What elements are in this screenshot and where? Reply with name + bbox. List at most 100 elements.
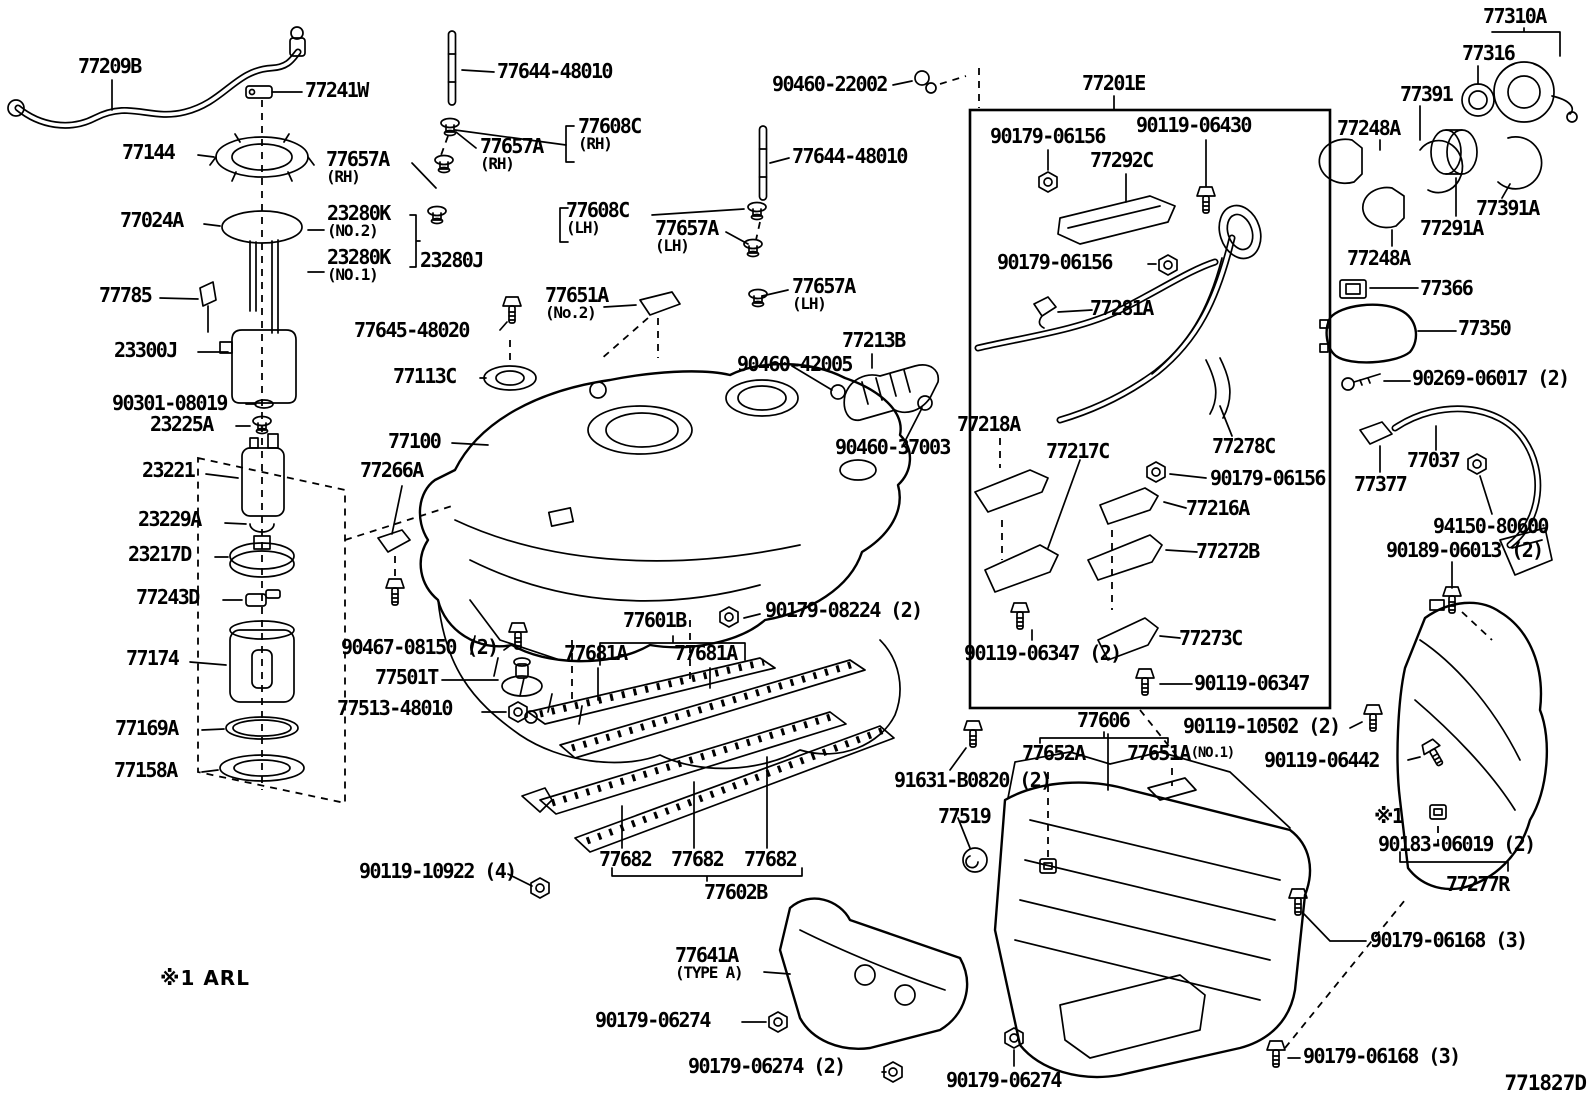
- part-label-77608c: 77608C(RH): [578, 116, 642, 153]
- part-label-77608c: 77608C(LH): [566, 200, 630, 238]
- part-number: 77606: [1077, 708, 1131, 732]
- part-number: 77278C: [1212, 434, 1276, 458]
- part-number: 77144: [122, 140, 176, 164]
- part-number: 23217D: [128, 542, 192, 566]
- part-sub-label: (RH): [326, 167, 361, 187]
- part-label-23229a: 23229A: [138, 507, 202, 531]
- part-label-77243d: 77243D: [136, 587, 200, 607]
- part-label-90460-42005: 90460-42005: [737, 354, 853, 374]
- part-number: 77657A: [480, 134, 544, 158]
- part-label-90179-06168-3: 90179-06168 (3): [1303, 1046, 1461, 1066]
- part-label-77785: 77785: [99, 283, 153, 307]
- part-sub-label: (NO.2): [327, 221, 379, 241]
- part-number: 77377: [1354, 472, 1408, 496]
- part-label-77266a: 77266A: [360, 460, 424, 480]
- part-number: 77100: [388, 429, 442, 453]
- top-fasteners-drawing: [377, 30, 940, 899]
- part-number: 90301-08019: [112, 391, 228, 415]
- part-label-90301-08019: 90301-08019: [112, 391, 228, 415]
- part-label-77657a: 77657A(RH): [480, 134, 544, 173]
- part-number: 91631-B0820 (2): [894, 768, 1052, 792]
- part-label-90179-06274: 90179-06274: [595, 1010, 711, 1030]
- part-number: 77024A: [120, 208, 184, 232]
- part-label-1: ※1: [1374, 804, 1404, 828]
- part-label-77216a: 77216A: [1186, 498, 1250, 518]
- part-label-77391a: 77391A: [1476, 196, 1540, 220]
- part-label-77310a: 77310A: [1483, 6, 1547, 26]
- part-label-77651a: 77651A(NO.1): [1127, 741, 1236, 765]
- part-number: 77651A: [1127, 741, 1191, 765]
- part-label-77602b: 77602B: [704, 882, 768, 902]
- part-number: 77785: [99, 283, 153, 307]
- part-label-77144: 77144: [122, 140, 176, 164]
- engine-under-cover-drawing: [768, 897, 1024, 1083]
- part-label-77366: 77366: [1420, 278, 1474, 298]
- part-number: 90179-06274: [946, 1068, 1062, 1092]
- part-label-77277r: 77277R: [1446, 872, 1510, 896]
- part-label-23300j: 23300J: [114, 340, 178, 360]
- part-number: 77277R: [1446, 872, 1510, 896]
- part-number: 77682: [599, 847, 653, 871]
- part-number: 77681A: [564, 641, 628, 665]
- part-number: 77657A: [326, 147, 390, 171]
- part-label-91631-b0820-2: 91631-B0820 (2): [894, 768, 1052, 792]
- part-label-23280j: 23280J: [420, 250, 484, 270]
- part-sub-label: (LH): [566, 218, 601, 238]
- part-number: 77391A: [1476, 196, 1540, 220]
- part-label-77158a: 77158A: [114, 758, 178, 782]
- part-number: 77273C: [1179, 626, 1243, 650]
- part-label-77601b: 77601B: [623, 608, 687, 632]
- part-label-77272b: 77272B: [1196, 541, 1260, 561]
- part-label-77657a: 77657A(RH): [326, 147, 390, 187]
- part-label-77316: 77316: [1462, 43, 1516, 63]
- part-number: 77281A: [1090, 296, 1154, 320]
- part-label-77024a: 77024A: [120, 208, 184, 232]
- part-label-77174: 77174: [126, 648, 180, 668]
- part-number: 77681A: [674, 641, 738, 665]
- part-number: ※1: [1374, 804, 1404, 828]
- part-label-90467-08150-2: 90467-08150 (2): [341, 635, 499, 659]
- filler-pipe-box: [968, 68, 1332, 710]
- part-number: 77682: [744, 847, 798, 871]
- part-label-77606: 77606: [1077, 708, 1131, 732]
- part-label-23280k: 23280K(NO.1): [327, 247, 391, 284]
- part-number: 90179-06156: [990, 124, 1106, 148]
- part-label-77682: 77682: [599, 847, 653, 871]
- part-label-90119-06442: 90119-06442: [1264, 748, 1380, 772]
- part-number: 77037: [1407, 448, 1461, 472]
- pump-module-drawing: [197, 85, 346, 805]
- part-sub-label: (No.2): [545, 303, 597, 323]
- part-number: 90179-06156: [997, 250, 1113, 274]
- part-number: 90119-06442: [1264, 748, 1380, 772]
- part-label-23217d: 23217D: [128, 542, 192, 566]
- part-label-23221: 23221: [142, 460, 196, 480]
- part-label-77037: 77037: [1407, 448, 1461, 472]
- part-number: 90179-06168 (3): [1370, 928, 1528, 952]
- part-label-90189-06013-2: 90189-06013 (2): [1386, 540, 1544, 560]
- fuel-cap-parts-drawing: [1318, 61, 1578, 614]
- part-label-77241w: 77241W: [305, 78, 369, 102]
- part-number: 77248A: [1337, 116, 1401, 140]
- part-number: 77241W: [305, 78, 369, 102]
- part-number: 77158A: [114, 758, 178, 782]
- part-label-77377: 77377: [1354, 472, 1408, 496]
- part-number: 77209B: [78, 54, 142, 78]
- part-number: 77213B: [842, 328, 906, 352]
- part-number: 23225A: [150, 412, 214, 436]
- part-number: 90179-06274 (2): [688, 1054, 846, 1078]
- part-sub-label: (NO.1): [1190, 745, 1236, 761]
- part-label-90460-22002: 90460-22002: [772, 74, 888, 94]
- part-label-77169a: 77169A: [115, 718, 179, 738]
- part-number: 77291A: [1420, 216, 1484, 240]
- part-label-23280k: 23280K(NO.2): [327, 203, 391, 241]
- part-number: 90467-08150 (2): [341, 635, 499, 659]
- part-number: 77519: [938, 804, 992, 828]
- part-number: 77113C: [393, 364, 457, 388]
- part-number: 23229A: [138, 507, 202, 531]
- part-label-77651a: 77651A(No.2): [545, 285, 609, 323]
- part-label-77278c: 77278C: [1212, 434, 1276, 458]
- part-number: 77601B: [623, 608, 687, 632]
- part-label-77201e: 77201E: [1082, 73, 1146, 93]
